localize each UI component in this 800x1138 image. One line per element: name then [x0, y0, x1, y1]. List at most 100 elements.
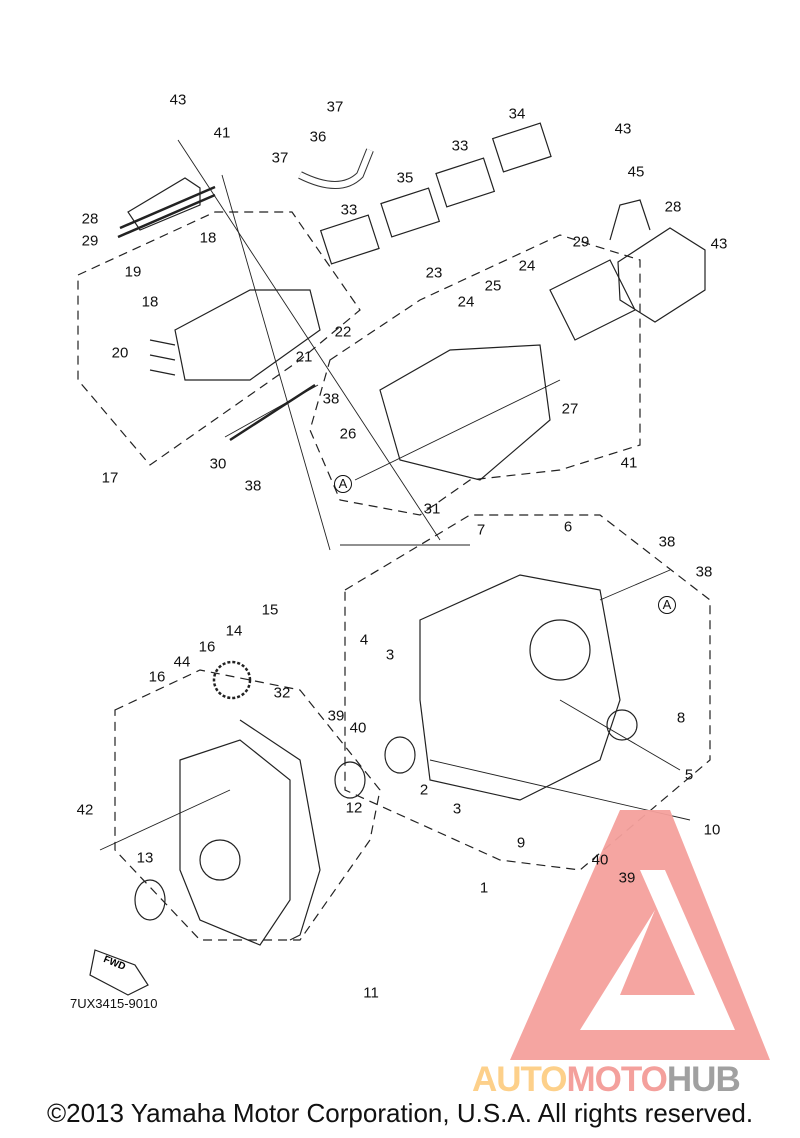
- part-number-label[interactable]: 36: [309, 128, 327, 146]
- part-number-label[interactable]: 29: [81, 232, 99, 250]
- part-number-label[interactable]: 3: [385, 646, 395, 664]
- drawing-code: 7UX3415-9010: [70, 996, 158, 1011]
- part-number-label[interactable]: 19: [124, 263, 142, 281]
- part-number-label[interactable]: 39: [327, 707, 345, 725]
- watermark-text-auto: AUTO: [472, 1060, 568, 1099]
- part-number-label[interactable]: 6: [563, 518, 573, 536]
- group-outlines: [77, 211, 711, 941]
- plate-35: [380, 187, 441, 238]
- gasket-29-right: [549, 259, 636, 341]
- part-number-label[interactable]: 5: [684, 766, 694, 784]
- part-number-label[interactable]: 15: [261, 601, 279, 619]
- part-number-label[interactable]: 43: [614, 120, 632, 138]
- gasket-33-right: [435, 157, 496, 208]
- cylinder-head-left: [174, 289, 321, 381]
- part-number-label[interactable]: 38: [244, 477, 262, 495]
- part-number-label[interactable]: 23: [425, 264, 443, 282]
- cylinder-head-right: [379, 344, 551, 481]
- reference-marker-a[interactable]: A: [334, 475, 352, 493]
- part-number-label[interactable]: 7: [476, 521, 486, 539]
- gear-14: [212, 660, 252, 700]
- copyright-notice: ©2013 Yamaha Motor Corporation, U.S.A. A…: [46, 1098, 754, 1128]
- part-number-label[interactable]: 41: [620, 454, 638, 472]
- part-number-label[interactable]: 37: [326, 98, 344, 116]
- watermark-text-moto: MOTO: [566, 1060, 668, 1099]
- part-number-label[interactable]: 24: [518, 257, 536, 275]
- part-number-label[interactable]: 11: [363, 984, 379, 1002]
- part-number-label[interactable]: 18: [199, 229, 217, 247]
- part-number-label[interactable]: 10: [703, 821, 721, 839]
- valve-cover-right: [617, 227, 706, 323]
- part-number-label[interactable]: 45: [627, 163, 645, 181]
- part-number-label[interactable]: 22: [334, 323, 352, 341]
- cylinder-bore: [529, 619, 591, 681]
- gasket-30: [229, 383, 316, 442]
- part-number-label[interactable]: 33: [451, 137, 469, 155]
- part-number-label[interactable]: 38: [695, 563, 713, 581]
- part-number-label[interactable]: 26: [339, 425, 357, 443]
- reference-marker-a[interactable]: A: [658, 596, 676, 614]
- part-number-label[interactable]: 2: [419, 781, 429, 799]
- part-number-label[interactable]: 31: [423, 500, 441, 518]
- part-number-label[interactable]: 27: [561, 400, 579, 418]
- bracket-45: [609, 199, 651, 241]
- watermark-text-hub: HUB: [666, 1060, 741, 1099]
- watermark-logo: [510, 810, 770, 1060]
- crankcase-cover-group-outline: [114, 669, 381, 941]
- part-number-label[interactable]: 25: [484, 277, 502, 295]
- oil-seal-13: [134, 879, 166, 921]
- part-number-label[interactable]: 17: [101, 469, 119, 487]
- part-number-label[interactable]: 28: [81, 210, 99, 228]
- part-number-label[interactable]: 13: [136, 849, 154, 867]
- part-number-label[interactable]: 1: [479, 879, 489, 897]
- part-number-label[interactable]: 29: [572, 233, 590, 251]
- part-number-label[interactable]: 4: [359, 631, 369, 649]
- head-assembly-outline: [309, 234, 641, 516]
- valve-cover-left: [127, 177, 201, 231]
- part-number-label[interactable]: 30: [209, 455, 227, 473]
- part-number-label[interactable]: 41: [213, 124, 231, 142]
- part-number-label[interactable]: 43: [169, 91, 187, 109]
- crankcase-cover: [179, 739, 291, 946]
- part-number-label[interactable]: 38: [658, 533, 676, 551]
- gasket-28-left: [119, 185, 216, 230]
- cylinder-head-group-outline: [77, 211, 361, 466]
- part-number-label[interactable]: 42: [76, 801, 94, 819]
- bearing-12: [334, 761, 366, 799]
- gasket-32: [239, 719, 321, 941]
- part-number-label[interactable]: 16: [198, 638, 216, 656]
- part-number-label[interactable]: 40: [349, 719, 367, 737]
- part-number-label[interactable]: 8: [676, 709, 686, 727]
- part-number-label[interactable]: 35: [396, 169, 414, 187]
- fwd-arrow: [89, 949, 149, 996]
- part-number-label[interactable]: 24: [457, 293, 475, 311]
- part-number-label[interactable]: 39: [618, 869, 636, 887]
- part-number-label[interactable]: 40: [591, 851, 609, 869]
- part-number-label[interactable]: 16: [148, 668, 166, 686]
- part-number-label[interactable]: 21: [295, 348, 313, 366]
- cooling-fins: [149, 339, 176, 376]
- part-number-label[interactable]: 28: [664, 198, 682, 216]
- part-number-label[interactable]: 12: [345, 799, 363, 817]
- parts: [89, 122, 706, 996]
- part-number-label[interactable]: 18: [141, 293, 159, 311]
- part-number-label[interactable]: 32: [273, 684, 291, 702]
- part-number-label[interactable]: 43: [710, 235, 728, 253]
- crankcase: [419, 574, 621, 801]
- part-number-label[interactable]: 37: [271, 149, 289, 167]
- part-number-label[interactable]: 33: [340, 201, 358, 219]
- crankshaft-boss: [606, 709, 638, 741]
- part-number-label[interactable]: 9: [516, 834, 526, 852]
- crankcase-group-outline: [344, 514, 711, 871]
- part-number-label[interactable]: 14: [225, 622, 243, 640]
- part-number-label[interactable]: 34: [508, 105, 526, 123]
- cover-bearing-boss: [199, 839, 241, 881]
- leader-lines: [99, 139, 691, 851]
- part-number-label[interactable]: 20: [111, 344, 129, 362]
- part-number-label[interactable]: 38: [322, 390, 340, 408]
- part-number-label[interactable]: 3: [452, 800, 462, 818]
- part-number-label[interactable]: 44: [173, 653, 191, 671]
- cover-34: [491, 122, 552, 173]
